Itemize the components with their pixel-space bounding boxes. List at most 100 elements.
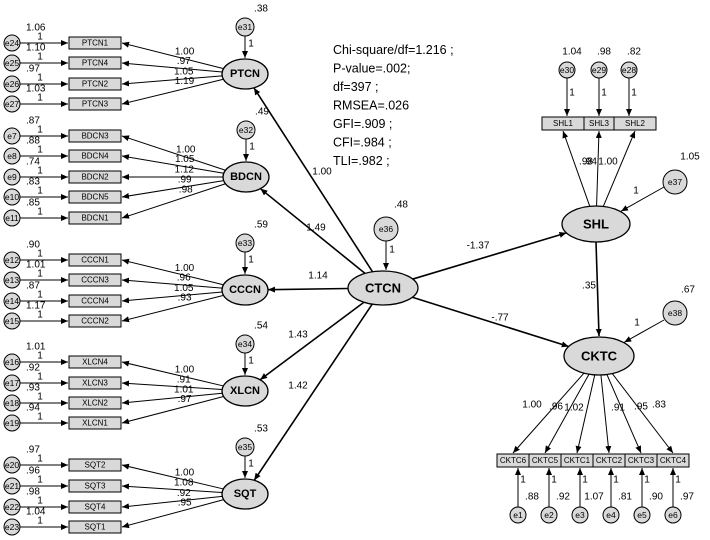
loading-path	[121, 154, 224, 174]
fixed-path-one: 1	[569, 88, 575, 99]
factor-loading: 1.00	[175, 46, 195, 57]
factor-loading: 1.00	[175, 263, 195, 274]
indicator-label: PTCN3	[82, 100, 109, 109]
indicator-box	[68, 416, 122, 430]
disturbance-label: e32	[239, 125, 253, 135]
disturbance-variance: .59	[254, 220, 268, 231]
fixed-path-one: 1	[37, 125, 43, 136]
indicator-box	[68, 211, 122, 225]
error-term	[3, 251, 21, 269]
fixed-path-one: 1	[37, 269, 43, 280]
error-label: e9	[7, 172, 17, 182]
structural-path-ctcn-cktc	[412, 296, 569, 348]
error-variance: .81	[618, 492, 632, 503]
disturbance-term	[235, 233, 255, 253]
error-label: e2	[544, 510, 554, 520]
error-variance: 1.07	[584, 492, 604, 503]
error-variance: .88	[525, 492, 539, 503]
error-variance: 1.06	[26, 23, 46, 34]
indicator-box	[68, 500, 122, 514]
factor-loading: .97	[178, 394, 192, 405]
loading-path	[121, 291, 223, 304]
indicator-label: CCCN3	[81, 276, 109, 285]
error-variance: .87	[26, 281, 40, 292]
structural-path-ctcn-cccn	[267, 286, 349, 293]
factor-loading: .92	[177, 488, 191, 499]
fixed-path-one: 1	[675, 475, 681, 486]
factor-loading: 1.01	[174, 384, 194, 395]
error-term	[558, 61, 576, 79]
indicator-label: BDCN4	[81, 152, 109, 161]
loading-path	[121, 483, 223, 494]
error-variance: .74	[26, 157, 40, 168]
error-term	[3, 127, 21, 145]
latent-cktc	[563, 336, 635, 376]
error-label: e30	[560, 65, 574, 75]
error-variance: .88	[26, 136, 40, 147]
indicator-label: CKTC4	[660, 456, 687, 465]
loading-path	[121, 183, 226, 219]
error-variance: .85	[26, 198, 40, 209]
error-variance: .94	[26, 403, 40, 414]
structural-path-shl-cktc	[595, 241, 602, 337]
error-label: e12	[5, 255, 19, 265]
latent-label-cccn: CCCN	[229, 284, 261, 296]
error-term	[3, 374, 21, 392]
error-variance: .97	[680, 492, 694, 503]
fixed-path-one: 1	[37, 310, 43, 321]
error-label: e27	[5, 99, 19, 109]
indicator-box	[68, 97, 122, 111]
fit-stat-line: CFI=.984 ;	[333, 136, 392, 150]
fixed-path-one: 1	[37, 475, 43, 486]
latent-cccn	[221, 274, 269, 306]
indicator-box	[68, 458, 122, 472]
indicator-label: SQT1	[85, 523, 106, 532]
indicator-box	[656, 453, 690, 468]
error-variance: 1.03	[26, 84, 46, 95]
disturbance-variance: .67	[681, 285, 695, 296]
error-term	[590, 61, 608, 79]
factor-loading: 1.00	[175, 364, 195, 375]
path-coefficient: 1.49	[306, 223, 326, 234]
factor-loading: 1.00	[522, 400, 542, 411]
error-label: e8	[7, 151, 17, 161]
factor-loading: 1.08	[174, 478, 194, 489]
loading-path	[600, 374, 612, 454]
fixed-path-one: 1	[37, 32, 43, 43]
disturbance-term	[662, 300, 688, 326]
error-term	[3, 312, 21, 330]
disturbance-term	[235, 437, 255, 457]
loading-path	[121, 60, 223, 73]
indicator-box	[68, 170, 122, 184]
indicator-label: SQT4	[85, 503, 106, 512]
error-term	[3, 147, 21, 165]
indicator-box	[68, 190, 122, 204]
disturbance-term	[235, 334, 255, 354]
error-variance: .98	[597, 47, 611, 58]
factor-loading: .91	[611, 403, 625, 414]
loading-path	[121, 78, 224, 106]
indicator-label: XLCN1	[82, 419, 108, 428]
indicator-label: XLCN2	[82, 399, 108, 408]
fixed-path-one: 1	[248, 39, 254, 50]
fit-stat-line: P-value=.002;	[333, 62, 410, 76]
error-variance: .92	[26, 363, 40, 374]
error-variance: .98	[26, 487, 40, 498]
error-variance: 1.17	[26, 301, 46, 312]
fixed-path-one: 1	[634, 318, 640, 329]
indicator-box	[68, 479, 122, 493]
latent-label-bdcn: BDCN	[230, 171, 262, 183]
factor-loading: .94	[583, 157, 597, 168]
error-label: e17	[5, 378, 19, 388]
loading-path	[121, 258, 224, 286]
disturbance-variance: .54	[254, 321, 268, 332]
error-term	[3, 54, 21, 72]
error-label: e26	[5, 79, 19, 89]
indicator-label: CKTC3	[628, 456, 655, 465]
factor-loading: .98	[179, 184, 193, 195]
fixed-path-one: 1	[249, 142, 255, 153]
indicator-box	[68, 77, 122, 91]
error-term	[3, 456, 21, 474]
indicator-label: CCCN4	[81, 297, 109, 306]
loading-path	[121, 277, 223, 289]
